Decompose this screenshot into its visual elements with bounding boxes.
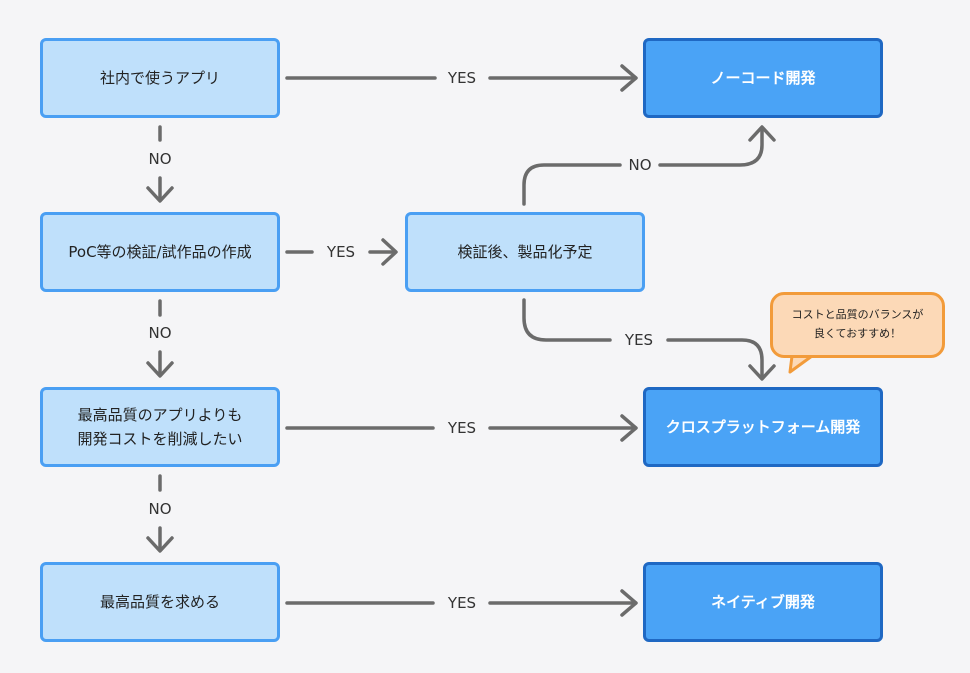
node-poc: PoC等の検証/試作品の作成 — [40, 212, 280, 292]
edge-label-q1-no: NO — [148, 150, 172, 168]
node-highest-quality-label: 最高品質を求める — [99, 593, 220, 611]
recommendation-note-line2: 良くておすすめ！ — [813, 327, 902, 340]
node-verify-productize: 検証後、製品化予定 — [405, 212, 645, 292]
arrowhead-q4-yes — [620, 589, 638, 617]
node-reduce-cost: 最高品質のアプリよりも 開発コストを削減したい — [40, 387, 280, 467]
edge-label-verify-no: NO — [628, 156, 652, 174]
arrowhead-q1-yes — [620, 64, 638, 92]
edge-label-verify-yes: YES — [624, 331, 654, 349]
node-internal-app: 社内で使うアプリ — [40, 38, 280, 118]
arrowhead-verify-yes — [748, 364, 776, 381]
edge-label-q2-yes: YES — [326, 243, 356, 261]
node-internal-app-label: 社内で使うアプリ — [99, 69, 220, 87]
arrowhead-q2-yes — [381, 238, 398, 266]
note-bubble-tail — [788, 354, 814, 374]
arrowhead-q3-yes — [620, 414, 638, 442]
recommendation-note: コストと品質のバランスが 良くておすすめ！ — [770, 292, 945, 358]
arrowhead-q1-no — [146, 186, 174, 203]
edge-verify-yes — [522, 298, 764, 380]
recommendation-note-line1: コストと品質のバランスが — [791, 308, 924, 322]
node-verify-productize-label: 検証後、製品化予定 — [457, 243, 593, 261]
result-native-label: ネイティブ開発 — [711, 593, 815, 611]
edge-label-q2-no: NO — [148, 324, 172, 342]
node-highest-quality: 最高品質を求める — [40, 562, 280, 642]
arrowhead-q2-no — [146, 361, 174, 378]
edge-label-q4-yes: YES — [447, 594, 477, 612]
result-nocode-label: ノーコード開発 — [710, 69, 816, 87]
node-reduce-cost-line1: 最高品質のアプリよりも — [77, 406, 243, 424]
edge-label-q1-yes: YES — [447, 69, 477, 87]
edge-verify-no — [522, 126, 764, 206]
edge-label-q3-no: NO — [148, 500, 172, 518]
arrowhead-q3-no — [146, 536, 174, 553]
node-poc-label: PoC等の検証/試作品の作成 — [68, 243, 252, 261]
arrowhead-verify-no — [748, 125, 776, 142]
node-reduce-cost-line2: 開発コストを削減したい — [77, 430, 243, 448]
result-nocode: ノーコード開発 — [643, 38, 883, 118]
result-crossplatform-label: クロスプラットフォーム開発 — [665, 418, 861, 436]
result-native: ネイティブ開発 — [643, 562, 883, 642]
edge-label-q3-yes: YES — [447, 419, 477, 437]
result-crossplatform: クロスプラットフォーム開発 — [643, 387, 883, 467]
